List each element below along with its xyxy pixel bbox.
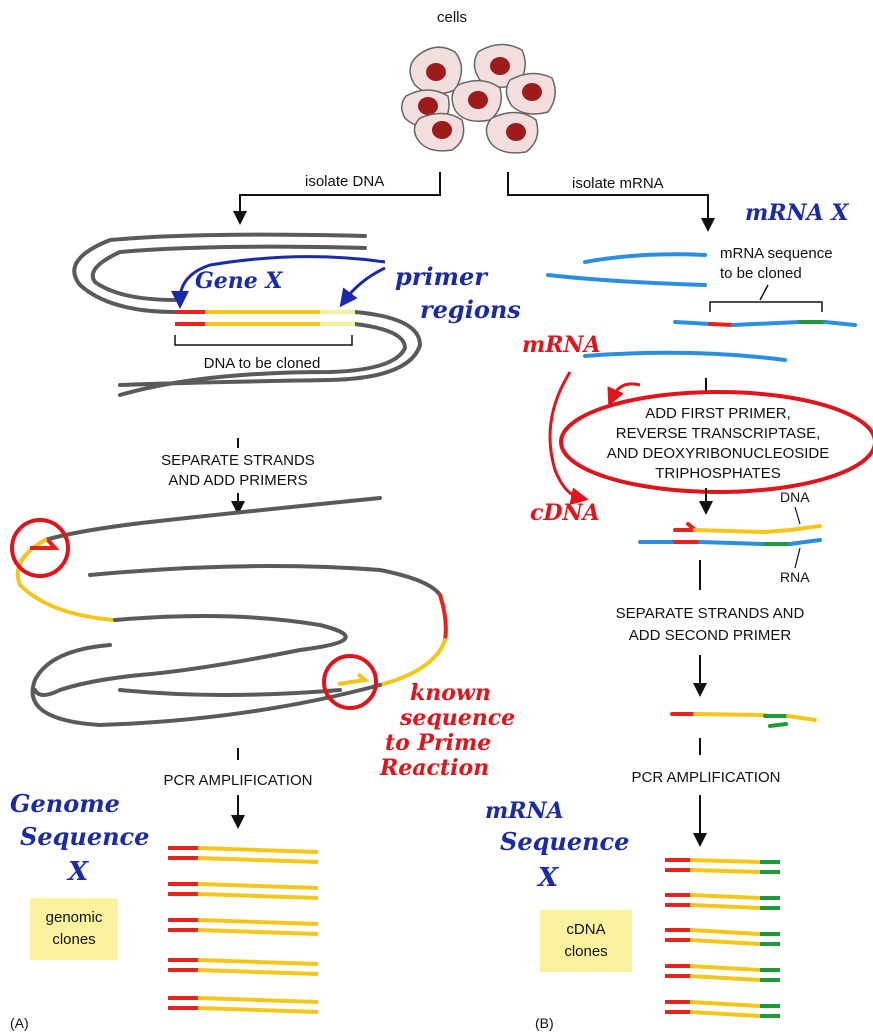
isolate-mrna-arrow: isolate mRNA bbox=[507, 172, 715, 232]
clone-duplex bbox=[168, 846, 319, 864]
known-sequence-annotation: known sequence to Prime Reaction bbox=[379, 680, 515, 781]
pcr-amplification-a-step: PCR AMPLIFICATION bbox=[164, 748, 313, 829]
mrna-red-annotation: mRNA cDNA bbox=[522, 332, 601, 526]
cells-label: cells bbox=[437, 9, 467, 26]
rna-label: RNA bbox=[780, 569, 810, 585]
isolate-dna-arrow: isolate DNA bbox=[233, 172, 441, 225]
gene-region bbox=[175, 310, 355, 326]
separate-strands-label-1: SEPARATE STRANDS bbox=[161, 452, 315, 469]
sequence-note: sequence bbox=[399, 705, 515, 731]
isolate-dna-label: isolate DNA bbox=[305, 173, 384, 190]
reaction-note: Reaction bbox=[379, 755, 489, 781]
known-note: known bbox=[410, 680, 491, 706]
regions-note: regions bbox=[420, 295, 521, 324]
genome-note: Genome bbox=[10, 789, 120, 818]
panel-b-label: (B) bbox=[535, 1015, 554, 1031]
cell bbox=[505, 72, 556, 115]
pcr-amplification-b-label: PCR AMPLIFICATION bbox=[632, 769, 781, 786]
mrna-x-seq-note: X bbox=[536, 863, 560, 893]
panel-a-label: (A) bbox=[10, 1015, 29, 1031]
mrna-sequence-note: Sequence bbox=[500, 827, 629, 856]
add-first-primer-label-4: TRIPHOSPHATES bbox=[655, 465, 781, 482]
mrna-annotation-top: mRNA X bbox=[745, 200, 849, 226]
mrna-sequence-label-1: mRNA sequence bbox=[720, 245, 833, 262]
cell bbox=[485, 111, 539, 154]
genome-x-note: X bbox=[66, 857, 90, 887]
cell bbox=[451, 79, 502, 122]
cdna-clones-label-1: cDNA bbox=[566, 921, 605, 938]
clone-duplex bbox=[665, 1000, 780, 1018]
primer-note: primer bbox=[395, 262, 489, 291]
genomic-clones-box: genomic clones bbox=[30, 898, 118, 960]
genome-sequence-note: Sequence bbox=[20, 822, 149, 851]
single-strand-cdna bbox=[670, 712, 817, 728]
genomic-clones-label-1: genomic bbox=[46, 909, 103, 926]
primer-circle-right bbox=[322, 654, 378, 710]
separate-second-label-1: SEPARATE STRANDS AND bbox=[616, 605, 805, 622]
mrna-x-note: mRNA X bbox=[745, 200, 849, 226]
genomic-dna-double-strand bbox=[72, 232, 423, 397]
clone-duplex bbox=[665, 893, 780, 910]
clone-duplex bbox=[665, 858, 780, 874]
add-first-primer-label-1: ADD FIRST PRIMER, bbox=[645, 405, 791, 422]
separated-strand-bottom bbox=[30, 564, 448, 728]
cells-cluster: cells bbox=[401, 9, 556, 154]
separate-strands-label-2: AND ADD PRIMERS bbox=[168, 472, 307, 489]
clone-duplex bbox=[168, 996, 319, 1014]
dna-label: DNA bbox=[780, 489, 810, 505]
cell bbox=[413, 112, 465, 152]
gene-x-note: Gene X bbox=[195, 268, 283, 294]
cdna-clone-products bbox=[665, 858, 780, 1018]
dna-to-be-cloned-bracket: DNA to be cloned bbox=[174, 335, 353, 372]
separated-strand-top bbox=[15, 496, 382, 697]
mrna-sequence-label: mRNA sequence to be cloned bbox=[709, 245, 833, 312]
primer-circle-left bbox=[10, 518, 70, 578]
clone-duplex bbox=[168, 958, 319, 976]
hybrid-labels: DNA RNA bbox=[780, 489, 810, 585]
clone-duplex bbox=[665, 964, 780, 982]
clone-duplex bbox=[665, 928, 780, 946]
isolate-mrna-label: isolate mRNA bbox=[572, 175, 664, 192]
pcr-amplification-a-label: PCR AMPLIFICATION bbox=[164, 772, 313, 789]
mrna-strands bbox=[546, 252, 857, 362]
add-first-primer-label-3: AND DEOXYRIBONUCLEOSIDE bbox=[607, 445, 830, 462]
add-first-primer-label-2: REVERSE TRANSCRIPTASE, bbox=[616, 425, 821, 442]
red-circle-annotation bbox=[559, 390, 873, 494]
clone-duplex bbox=[168, 882, 319, 900]
mrna-seq-note: mRNA bbox=[485, 798, 564, 824]
pcr-amplification-b-step: PCR AMPLIFICATION bbox=[632, 738, 781, 847]
genomic-clones-label-2: clones bbox=[52, 931, 95, 948]
clone-duplex bbox=[168, 918, 319, 936]
cdna-note: cDNA bbox=[530, 500, 600, 526]
gene-x-annotation: Gene X primer regions bbox=[171, 255, 521, 324]
cdna-clones-box: cDNA clones bbox=[540, 910, 632, 972]
mrna-sequence-label-2: to be cloned bbox=[720, 265, 802, 282]
genome-sequence-annotation: Genome Sequence X bbox=[10, 789, 149, 887]
mrna-sequence-annotation: mRNA Sequence X bbox=[485, 798, 629, 893]
genomic-clone-products bbox=[168, 846, 319, 1014]
dna-to-be-cloned-label: DNA to be cloned bbox=[204, 355, 321, 372]
cell bbox=[409, 46, 463, 95]
add-first-primer-step: ADD FIRST PRIMER, REVERSE TRANSCRIPTASE,… bbox=[559, 378, 873, 515]
separate-second-primer-step: SEPARATE STRANDS AND ADD SECOND PRIMER bbox=[616, 560, 805, 697]
separate-strands-step: SEPARATE STRANDS AND ADD PRIMERS bbox=[161, 438, 315, 515]
separate-second-label-2: ADD SECOND PRIMER bbox=[629, 627, 792, 644]
mrna-red-note: mRNA bbox=[522, 332, 601, 358]
to-prime-note: to Prime bbox=[385, 730, 491, 756]
dna-rna-hybrid bbox=[638, 522, 822, 546]
cdna-clones-label-2: clones bbox=[564, 943, 607, 960]
